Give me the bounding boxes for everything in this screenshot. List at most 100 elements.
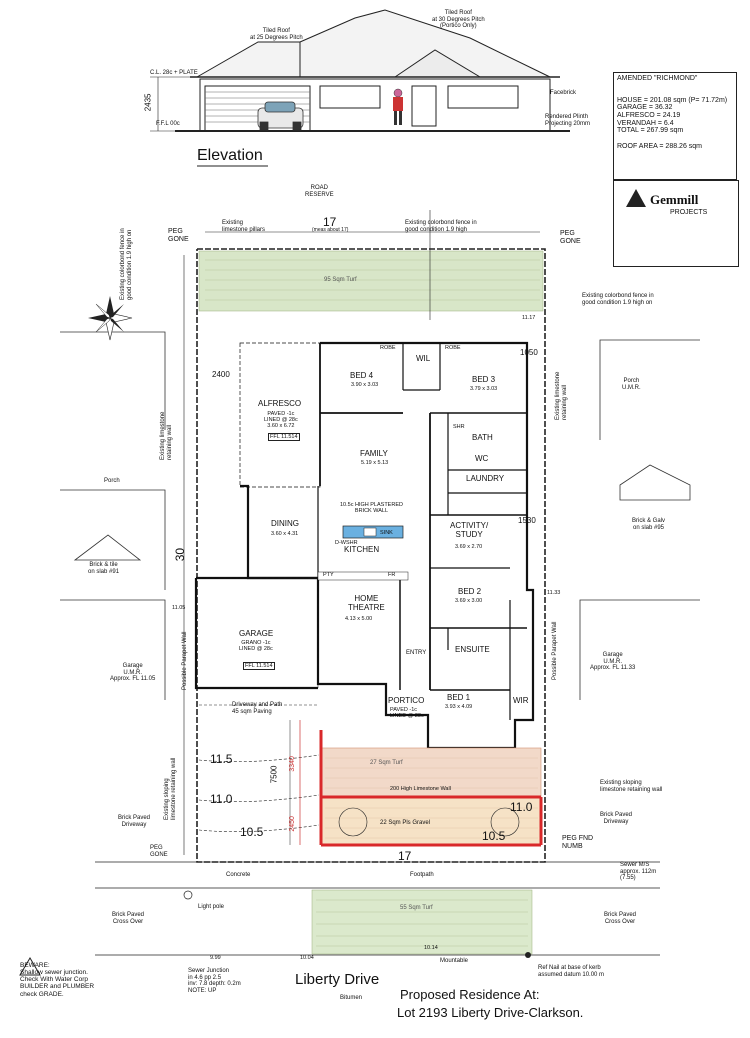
- dining-size: 3.60 x 4.31: [271, 531, 299, 537]
- room-bath: BATH: [472, 433, 493, 442]
- driveway-note: Driveway and Path 45 sqm Paving: [232, 702, 283, 715]
- level-10-5-right: 10.5: [482, 829, 506, 843]
- footpath: [95, 861, 660, 956]
- sloping-left-note: Existing sloping limestone retaining wal…: [164, 757, 177, 820]
- mountable-label: Mountable: [440, 958, 469, 964]
- dim-1530: 1530: [518, 516, 536, 525]
- verge-lawn-label: 55 Sqm Turf: [400, 905, 433, 911]
- bed2-size: 3.69 x 3.00: [455, 598, 483, 604]
- sink-label: SINK: [380, 530, 393, 536]
- verge-lawn: [311, 889, 533, 955]
- neighbour-outlines: [60, 331, 700, 700]
- colorbond-top-note: Existing colorbond fence in good conditi…: [405, 220, 477, 233]
- north-arrow: [88, 296, 133, 341]
- summary-alfresco: ALFRESCO = 24.19: [617, 112, 681, 120]
- logo-mark: [626, 189, 646, 207]
- room-kitchen: KITCHEN: [344, 545, 380, 554]
- bitumen-label: Bitumen: [340, 995, 363, 1001]
- ref-nail-note: Ref Nail at base of kerb assumed datum 1…: [538, 965, 605, 978]
- limestone-walls: [319, 730, 543, 847]
- warning-icon: [19, 957, 41, 976]
- top-dimension-note: (meas about 17): [312, 227, 349, 233]
- alfresco-ffl: FFL 11.514: [268, 433, 300, 442]
- level-11-17: 11.17: [522, 315, 536, 321]
- car-illustration: [257, 101, 304, 131]
- room-laundry: LAUNDRY: [466, 474, 505, 483]
- theatre-size: 4.13 x 5.00: [345, 616, 373, 622]
- logo-name: Gemmill: [650, 192, 699, 207]
- family-size: 5.19 x 5.13: [361, 460, 389, 466]
- rear-lawn: [198, 250, 544, 312]
- room-entry: ENTRY: [406, 650, 427, 656]
- summary-house: HOUSE = 201.08 sqm (P= 71.72m): [617, 96, 728, 104]
- robe-1: ROBE: [380, 345, 396, 351]
- sewer-left-note: Sewer Junction in 4.6 pp 2.5 inv: 7.8 de…: [188, 968, 241, 994]
- summary-garage: GARAGE = 36.32: [617, 104, 673, 112]
- kitchen-wall-note: 10.5c HIGH PLASTERED BRICK WALL: [340, 502, 403, 515]
- area-summary: AMENDED "RICHMOND" HOUSE = 201.08 sqm (P…: [613, 72, 737, 180]
- room-bed1: BED 1: [447, 693, 471, 702]
- level-11-5: 11.5: [210, 752, 233, 766]
- plinth-note: Rendered Plinth Projecting 20mm: [545, 114, 591, 127]
- room-garage: GARAGE: [239, 629, 274, 638]
- proposed-line-1: Proposed Residence At:: [400, 987, 540, 1002]
- porch-left: Porch: [104, 478, 120, 484]
- level-11-05: 11.05: [172, 605, 186, 611]
- right-retaining-note: Existing limestone retaining wall: [555, 371, 568, 420]
- house-walls: [194, 341, 535, 750]
- peg-gone-front: PEG GONE: [150, 845, 168, 858]
- room-dining: DINING: [271, 519, 299, 528]
- bed1-size: 3.93 x 4.09: [445, 704, 473, 710]
- side-dimension: 30: [173, 547, 188, 562]
- room-wir: WIR: [513, 696, 529, 705]
- dim-2450: 2450: [288, 816, 296, 832]
- elevation-drawing: [175, 9, 570, 132]
- concrete-label: Concrete: [226, 872, 251, 878]
- ceiling-label: C.L. 28c + PLATE: [150, 70, 198, 76]
- pantry-label: PTY: [323, 572, 334, 578]
- shower-label: SHR: [453, 424, 465, 430]
- front-dimension: 17: [398, 849, 412, 863]
- dim-7500: 7500: [269, 765, 279, 784]
- alfresco-size: PAVED -1c LINED @ 28c 3.60 x 6.72: [264, 411, 298, 430]
- room-alfresco: ALFRESCO: [258, 399, 302, 408]
- level-9-99: 9.99: [210, 955, 221, 961]
- light-pole-label: Light pole: [198, 904, 225, 910]
- peg-gone-right: PEG GONE: [560, 230, 581, 245]
- top-dimension: 17: [323, 215, 337, 229]
- fridge-label: FR: [388, 572, 396, 578]
- room-activity: ACTIVITY/ STUDY: [450, 521, 489, 539]
- room-bed4: BED 4: [350, 371, 374, 380]
- room-bed3: BED 3: [472, 375, 496, 384]
- roof-left-note: Tiled Roof at 25 Degrees Pitch: [250, 28, 303, 41]
- summary-roof-area: ROOF AREA = 288.26 sqm: [617, 143, 703, 151]
- dim-3340: 3340: [288, 756, 296, 772]
- room-ensuite: ENSUITE: [455, 645, 490, 654]
- sloping-right-note: Existing sloping limestone retaining wal…: [600, 780, 663, 793]
- summary-verandah: VERANDAH = 6.4: [617, 119, 674, 127]
- peg-found-note: PEG FND NUMB: [562, 835, 594, 850]
- room-wil: WIL: [416, 354, 431, 363]
- ffl-label: F.F.L 00c: [156, 121, 180, 127]
- robe-2: ROBE: [445, 345, 461, 351]
- rear-lawn-label: 95 Sqm Turf: [324, 277, 357, 283]
- facebrick-note: Facebrick: [550, 90, 577, 96]
- brick-tile-note: Brick & tile on slab #91: [88, 562, 120, 575]
- dishwasher-label: D-WSHR: [335, 540, 358, 546]
- room-wc: WC: [475, 454, 489, 463]
- person-illustration: [393, 88, 403, 125]
- brick-paved-left: Brick Paved Driveway: [118, 815, 151, 828]
- cross-over-left: Brick Paved Cross Over: [112, 912, 145, 925]
- level-10-5: 10.5: [240, 825, 264, 839]
- peg-gone-left: PEG GONE: [168, 228, 189, 243]
- road-reserve: ROAD RESERVE: [305, 185, 334, 198]
- parapet-left-note: Possible Parapet Wall: [182, 631, 188, 690]
- garage-ffl: FFL 11.514: [243, 662, 275, 671]
- activity-size: 3.69 x 2.70: [455, 544, 483, 550]
- level-11-0-right: 11.0: [510, 800, 533, 814]
- garage-right-note: Garage U.M.R. Approx. FL 11.33: [590, 652, 636, 672]
- level-11-0: 11.0: [210, 792, 233, 806]
- front-lawn-label: 27 Sqm Turf: [370, 760, 403, 766]
- garage-size: GRANO -1c LINED @ 28c: [239, 640, 273, 653]
